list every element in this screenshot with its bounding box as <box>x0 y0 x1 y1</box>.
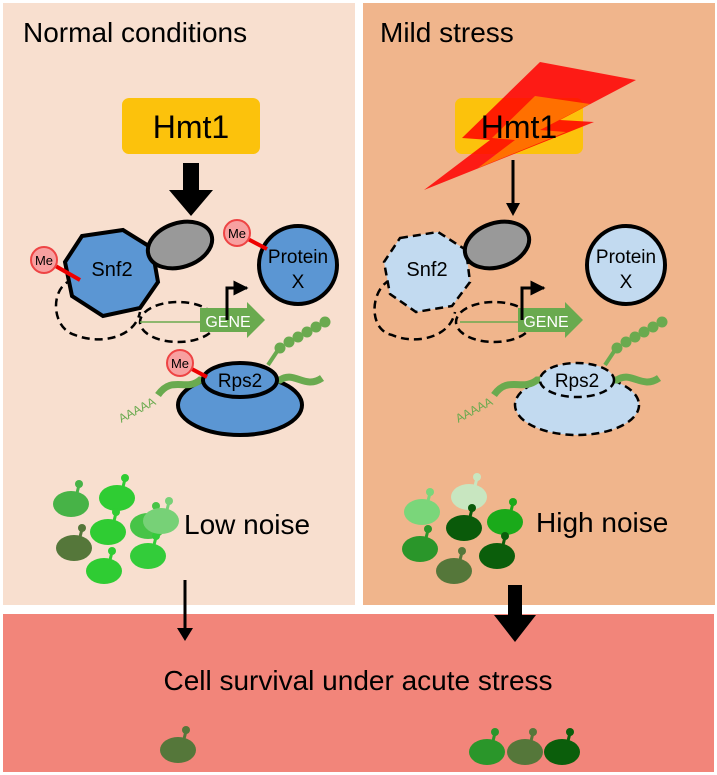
cell <box>436 547 472 584</box>
stress-panel-content: Mild stress Hmt1 Snf2 GENE P <box>373 17 668 642</box>
cell <box>479 532 515 569</box>
protein-x-circle <box>257 224 339 306</box>
thick-down-arrow-icon <box>169 163 213 216</box>
rps2-label: Rps2 <box>218 371 262 392</box>
cell <box>99 474 135 511</box>
gene-arrow <box>200 302 265 338</box>
rps2-methyl-badge <box>166 349 194 377</box>
low-noise-cells <box>53 474 179 584</box>
stress-panel-title: Mild stress <box>380 17 514 48</box>
dashed-subunit-left <box>373 278 457 341</box>
ribosome-stressed: AAAAA Rps2 <box>453 316 668 437</box>
nascent-peptide-stem <box>603 348 617 367</box>
dashed-subunit-left <box>54 278 142 341</box>
snf2-methyl-label: Me <box>35 253 53 268</box>
snf2-methyl-link <box>51 262 81 282</box>
hmt1-label: Hmt1 <box>153 109 229 145</box>
hmt1-stressed-label: Hmt1 <box>481 109 557 145</box>
gene-stressed-label: GENE <box>523 314 568 331</box>
cell <box>451 473 487 510</box>
thick-down-arrow-to-survival-icon <box>494 585 536 642</box>
mrna-strand <box>155 373 325 398</box>
low-noise-label: Low noise <box>184 509 310 540</box>
nascent-peptide-stem <box>266 348 280 367</box>
grey-subunit <box>462 219 532 271</box>
gene-region-stressed: GENE <box>460 280 583 338</box>
grey-subunit <box>145 219 215 271</box>
nascent-peptide <box>274 316 331 354</box>
cell <box>86 547 122 584</box>
protein-x-stressed-line1: Protein <box>596 247 656 268</box>
snf2-methyl-badge <box>30 246 58 274</box>
mrna-strand <box>491 373 662 398</box>
rps2-subunit <box>201 361 279 399</box>
protein-x-methyl-label: Me <box>228 226 246 241</box>
lightning-bolt-icon <box>424 62 636 190</box>
rps2-stressed-label: Rps2 <box>555 371 599 392</box>
cell <box>446 504 482 541</box>
cell <box>544 728 580 765</box>
snf2-label: Snf2 <box>91 259 132 281</box>
surviving-cell-normal <box>160 726 196 763</box>
cell <box>402 525 438 562</box>
snf2-octagon-light <box>382 230 472 314</box>
protein-x-stressed: Protein X <box>585 224 667 306</box>
cell <box>56 524 92 561</box>
normal-panel-content: Normal conditions Hmt1 Me Snf2 GENE <box>23 17 339 641</box>
tss-arrow-icon <box>520 280 546 320</box>
tss-arrow-icon <box>225 280 249 320</box>
protein-x-methyl-badge <box>223 219 251 247</box>
normal-panel-title: Normal conditions <box>23 17 247 48</box>
protein-x-label-line1: Protein <box>268 247 328 268</box>
cell <box>487 498 523 535</box>
cell <box>507 728 543 765</box>
cell <box>130 532 166 569</box>
cell <box>469 728 505 765</box>
survival-title: Cell survival under acute stress <box>163 665 552 696</box>
cell-survival-panel <box>3 614 714 772</box>
gene-label: GENE <box>205 314 250 331</box>
cell <box>143 497 179 534</box>
cell <box>404 488 440 525</box>
cell <box>53 480 89 517</box>
snf2-complex: Me Snf2 <box>30 219 218 344</box>
nascent-peptide <box>611 316 668 354</box>
hmt1-box <box>122 98 260 154</box>
thin-down-arrow-head <box>177 628 193 641</box>
survival-panel-content: Cell survival under acute stress <box>160 665 580 765</box>
protein-x: Me Protein X <box>223 219 339 306</box>
cell <box>90 508 126 545</box>
high-noise-cells <box>402 473 523 584</box>
protein-x-stressed-line2: X <box>620 272 633 293</box>
protein-x-label-line2: X <box>292 272 305 293</box>
rps2-subunit-light <box>538 361 616 399</box>
gene-region-normal: GENE <box>140 280 265 338</box>
snf2-complex-stressed: Snf2 <box>373 219 534 344</box>
thin-arrow-head <box>506 203 520 216</box>
ribosome-normal: AAAAA Rps2 Me <box>116 316 331 437</box>
gene-arrow <box>518 302 583 338</box>
protein-x-circle-light <box>585 224 667 306</box>
high-noise-label: High noise <box>536 507 668 538</box>
snf2-stressed-label: Snf2 <box>406 259 447 281</box>
rps2-methyl-label: Me <box>171 356 189 371</box>
surviving-cells-stress <box>469 728 580 765</box>
